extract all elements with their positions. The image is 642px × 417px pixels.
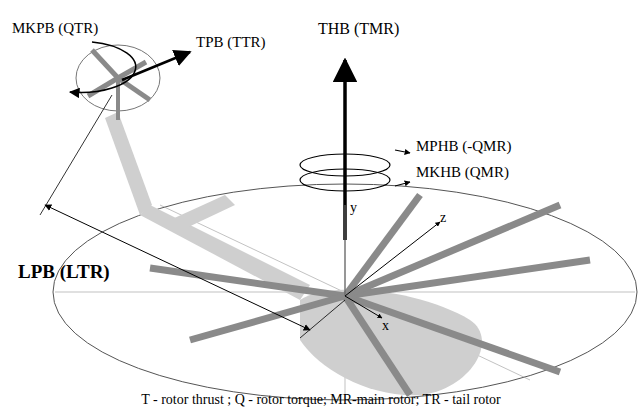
moment-label: MKHB (QMR) — [416, 164, 509, 181]
axis-label: x — [382, 318, 389, 333]
moment-label: MPHB (-QMR) — [416, 138, 511, 155]
axis-label: z — [440, 210, 446, 225]
caption: T - rotor thrust ; Q - rotor torque; MR-… — [141, 392, 501, 407]
axis-label: y — [350, 200, 357, 215]
dimension-label: LPB (LTR) — [18, 262, 110, 283]
thrust-label: TPB (TTR) — [196, 34, 266, 51]
thrust-label: THB (TMR) — [318, 20, 399, 38]
moment-label: MKPB (QTR) — [12, 20, 98, 37]
